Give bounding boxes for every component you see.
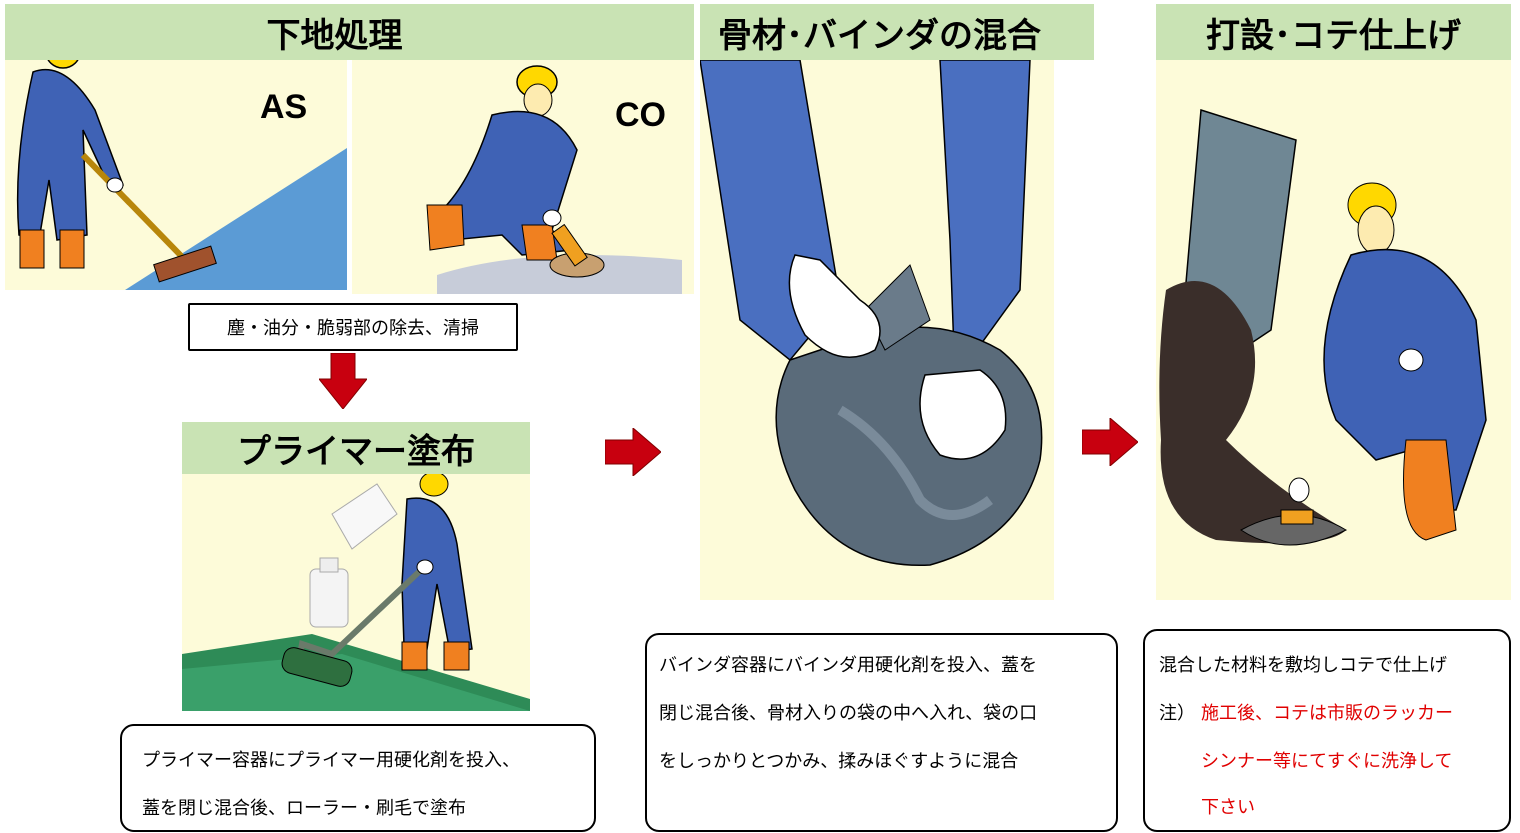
finishing-note-line-2: シンナー等にてすぐに洗浄して [1201,751,1453,772]
arrow-right-icon [605,428,661,476]
finishing-note-line-3: 下さい [1201,797,1255,818]
as-panel: AS [5,60,347,290]
worker-sweeping-icon [16,60,347,290]
primer-desc-line-2: 蓋を閉じ混合後、ローラー・刷毛で塗布 [142,798,466,819]
mixing-desc-line-2: 閉じ混合後、骨材入りの袋の中へ入れ、袋の口 [659,703,1038,724]
finishing-desc: 混合した材料を敷均しコテで仕上げ 注） 施工後、コテは市販のラッカー シンナー等… [1143,629,1511,832]
surface-prep-header: 下地処理 [5,4,694,60]
worker-grinding-icon [426,65,682,294]
mixing-desc-line-1: バインダ容器にバインダ用硬化剤を投入、蓋を [659,655,1037,676]
mixing-panel [700,60,1054,600]
primer-title: プライマー塗布 [237,431,475,472]
finishing-header: 打設･コテ仕上げ [1156,4,1511,60]
arrow-down-icon [319,353,367,409]
finishing-note-line-1: 施工後、コテは市販のラッカー [1201,703,1453,724]
mixing-desc-line-3: をしっかりとつかみ、揉みほぐすように混合 [659,751,1019,772]
worker-rolling-icon [182,474,530,711]
arrow-right-icon [1082,418,1138,466]
finishing-desc-line-1: 混合した材料を敷均しコテで仕上げ [1159,655,1447,676]
co-label: CO [615,96,666,134]
surface-prep-title: 下地処理 [266,15,403,56]
as-label: AS [260,88,308,126]
primer-header: プライマー塗布 [182,422,530,474]
mixing-bag-icon [700,60,1043,567]
finishing-panel [1156,60,1511,600]
co-panel: CO [352,60,694,294]
finishing-title: 打設･コテ仕上げ [1206,15,1461,56]
mixing-title: 骨材･バインダの混合 [718,15,1041,56]
finishing-note-prefix: 注） [1159,703,1195,724]
mixing-desc: バインダ容器にバインダ用硬化剤を投入、蓋を 閉じ混合後、骨材入りの袋の中へ入れ、… [645,633,1118,832]
primer-panel [182,474,530,711]
primer-desc-line-1: プライマー容器にプライマー用硬化剤を投入、 [142,750,520,771]
mixing-header: 骨材･バインダの混合 [700,4,1094,60]
surface-prep-note-text: 塵・油分・脆弱部の除去、清掃 [227,318,479,339]
surface-prep-note: 塵・油分・脆弱部の除去、清掃 [188,303,518,351]
primer-desc: プライマー容器にプライマー用硬化剤を投入、 蓋を閉じ混合後、ローラー・刷毛で塗布 [120,724,596,832]
worker-troweling-icon [1159,109,1487,546]
